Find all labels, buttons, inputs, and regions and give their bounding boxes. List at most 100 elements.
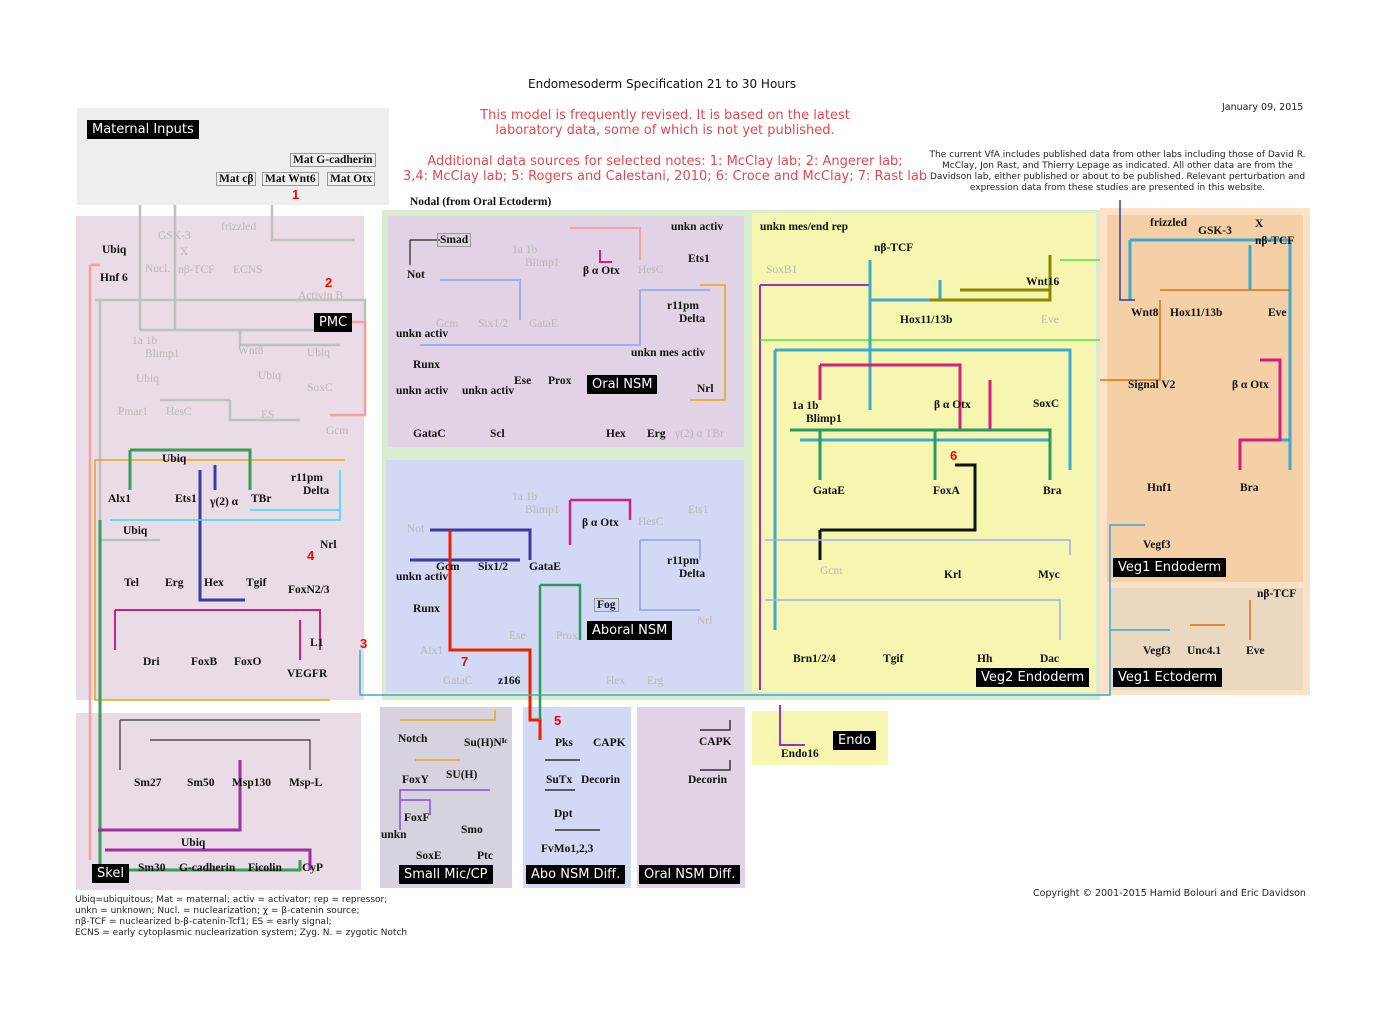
- gene-label: 1a 1b: [512, 244, 538, 256]
- gene-label: Mat G-cadherin: [290, 153, 376, 167]
- gene-label: r11pm: [291, 472, 323, 484]
- gene-label: Hh: [977, 653, 993, 665]
- gene-label: FoxN2/3: [288, 584, 330, 596]
- gene-label: Delta: [679, 568, 706, 580]
- gene-label: FoxB: [191, 656, 218, 668]
- gene-label: γ(2) α: [210, 496, 239, 508]
- gene-label: Ubiq: [102, 244, 127, 256]
- gene-label: Ficolin: [248, 862, 282, 874]
- diagram-date: January 09, 2015: [1222, 102, 1304, 113]
- gene-label: CAPK: [593, 737, 626, 749]
- gene-label: Smo: [461, 824, 483, 836]
- gene-label: Gcm: [820, 565, 843, 577]
- gene-label: Wnt8: [1131, 307, 1159, 319]
- sources-note-line-2: 3,4: McClay lab; 5: Rogers and Calestani…: [402, 169, 928, 184]
- gene-label: Gcm: [326, 425, 349, 437]
- gene-label: Sm30: [138, 862, 166, 874]
- gene-label: Signal V2: [1128, 379, 1176, 391]
- gene-label: FoxF: [404, 812, 430, 824]
- gene-label: Mat Wnt6: [262, 172, 319, 186]
- gene-label: Ubiq: [123, 525, 148, 537]
- gene-label: Decorin: [581, 774, 620, 786]
- note-number: 7: [461, 654, 469, 669]
- gene-label: SoxC: [307, 382, 333, 394]
- gene-label: unkn mes activ: [631, 347, 706, 359]
- gene-label: SoxB1: [766, 264, 798, 276]
- gene-label: Myc: [1038, 569, 1060, 581]
- gene-label: Erg: [165, 577, 184, 589]
- gene-label: G-cadherin: [179, 862, 236, 874]
- gene-label: Endo16: [781, 748, 819, 760]
- gene-label: Ets1: [688, 504, 709, 516]
- gene-label: nβ-TCF: [874, 242, 914, 254]
- gene-label: r11pm: [667, 300, 699, 312]
- gene-label: Hox11/13b: [900, 314, 953, 326]
- small-mic-tag: Small Mic/CP: [399, 865, 493, 884]
- gene-label: Wnt8: [238, 345, 264, 357]
- note-number: 2: [325, 275, 333, 290]
- gene-label: nβ-TCF: [1255, 235, 1295, 247]
- gene-label: Tel: [124, 577, 139, 589]
- gene-label: Eve: [1268, 307, 1287, 319]
- veg1-endoderm-region: [1107, 215, 1303, 582]
- gene-label: Delta: [679, 313, 706, 325]
- gene-label: GataC: [413, 428, 446, 440]
- gene-label: Gcm: [436, 561, 460, 573]
- gene-label: frizzled: [221, 221, 257, 233]
- gene-label: Ese: [509, 630, 526, 642]
- gene-label: CyP: [302, 862, 324, 874]
- sources-note-line-1: Additional data sources for selected not…: [427, 154, 903, 169]
- veg2-endoderm-tag: Veg2 Endoderm: [976, 668, 1090, 687]
- gene-label: ES: [261, 409, 275, 421]
- gene-label: Hex: [606, 675, 626, 687]
- gene-label: Hnf 6: [100, 272, 128, 284]
- oral-nsm-diff-region: [637, 707, 745, 888]
- gene-label: unkn mes/end rep: [760, 221, 848, 233]
- gene-label: Not: [407, 523, 425, 535]
- abo-nsm-diff-tag: Abo NSM Diff.: [526, 865, 626, 884]
- gene-label: Vegf3: [1143, 539, 1171, 551]
- gene-label: Vegf3: [1143, 645, 1171, 657]
- gene-label: z166: [498, 675, 521, 687]
- gene-label: GSK-3: [158, 230, 191, 242]
- gene-label: γ(2) α TBr: [675, 428, 724, 440]
- gene-label: Notch: [398, 733, 428, 745]
- gene-label: 1a 1b: [792, 400, 819, 412]
- gene-label: Blimp1: [525, 504, 560, 516]
- gene-label: Decorin: [688, 774, 727, 786]
- gene-label: CAPK: [699, 736, 732, 748]
- gene-label: nβ-TCF: [1257, 588, 1297, 600]
- gene-label: Sm27: [134, 777, 162, 789]
- pmc-region: [76, 216, 364, 700]
- legend-line: nβ-TCF = nuclearized b-β-catenin-Tcf1; E…: [75, 917, 332, 927]
- gene-label: FoxA: [933, 485, 960, 497]
- gene-label: Alx1: [108, 493, 131, 505]
- gene-label: Blimp1: [145, 348, 180, 360]
- maternal-inputs-tag: Maternal Inputs: [87, 120, 199, 139]
- gene-label: Hox11/13b: [1170, 307, 1223, 319]
- gene-label: GataC: [443, 675, 473, 687]
- gene-label: Tgif: [246, 577, 267, 589]
- gene-label: GSK-3: [1198, 225, 1232, 237]
- gene-label: SoxE: [416, 850, 442, 862]
- gene-label: Six1/2: [478, 561, 509, 573]
- gene-label: Ubiq: [307, 347, 330, 359]
- gene-label: X: [180, 246, 189, 258]
- gene-label: 1a 1b: [132, 335, 158, 347]
- gene-label: GataE: [529, 318, 558, 330]
- gene-label: Runx: [413, 603, 440, 615]
- revision-note-line-2: laboratory data, some of which is not ye…: [495, 123, 835, 138]
- gene-label: Bra: [1240, 482, 1259, 494]
- gene-label: Activin B: [298, 290, 344, 302]
- gene-label: Nucl.: [145, 263, 171, 275]
- gene-label: unkn activ: [396, 328, 449, 340]
- gene-label: β α Otx: [934, 399, 971, 411]
- veg1-endoderm-tag: Veg1 Endoderm: [1113, 558, 1227, 577]
- gene-label: unkn activ: [396, 571, 449, 583]
- gene-label: 1a 1b: [512, 491, 538, 503]
- gene-label: HesC: [638, 264, 664, 276]
- pmc-tag: PMC: [314, 313, 353, 332]
- gene-label: Bra: [1043, 485, 1062, 497]
- gene-label: HesC: [638, 516, 664, 528]
- gene-label: Smad: [437, 233, 472, 247]
